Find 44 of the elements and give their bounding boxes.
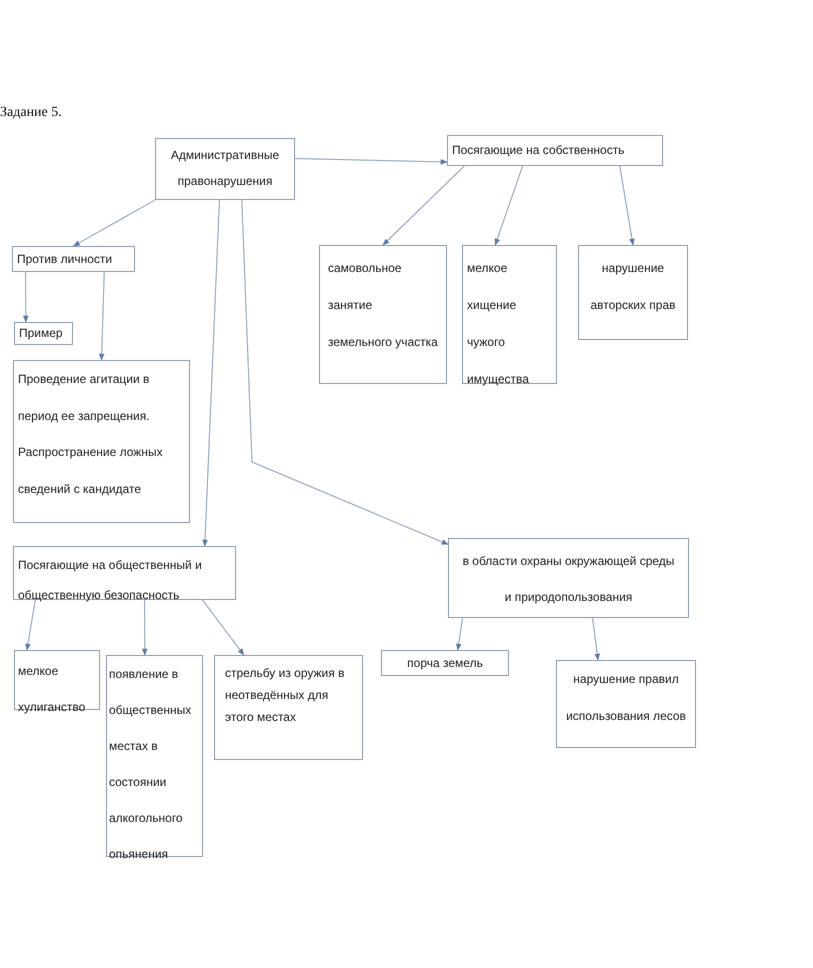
- box-text: мелкое хищение чужого имущества: [467, 260, 530, 388]
- category-box: [14, 322, 73, 345]
- box-text: стрельбу из оружия в неотведённых для этого местах: [225, 665, 346, 726]
- arrow: [456, 618, 463, 651]
- box-text: нарушение правил использования лесов: [565, 671, 687, 725]
- arrow: [294, 158, 448, 165]
- category-box: [214, 655, 363, 760]
- arrow: [142, 600, 148, 656]
- arrow: [494, 166, 524, 246]
- box-text: Против личности: [17, 251, 114, 268]
- box-text: мелкое хулиганство: [18, 663, 86, 716]
- arrow: [241, 200, 449, 545]
- category-box: [462, 245, 557, 384]
- arrow: [202, 600, 244, 656]
- category-box: [447, 135, 663, 166]
- category-box: [106, 655, 203, 857]
- category-box: [12, 246, 135, 272]
- category-box: [556, 660, 696, 748]
- category-box: [155, 138, 295, 200]
- box-text: Посягающие на общественный и общественную безопасность: [18, 557, 203, 604]
- arrow: [25, 600, 36, 651]
- box-text: Пример: [19, 326, 64, 341]
- arrow: [382, 166, 465, 246]
- category-box: [13, 360, 190, 523]
- category-box: [578, 245, 688, 340]
- category-box: [381, 650, 509, 676]
- box-text: самовольное занятие земельного участка: [328, 260, 438, 351]
- arrow: [22, 272, 29, 323]
- task-title: Задание 5.: [0, 105, 62, 121]
- arrow: [592, 618, 600, 661]
- box-text: появление в общественных местах в состоянии алкогольного опьянения: [109, 666, 192, 863]
- box-text: Административные правонарушения: [170, 147, 280, 190]
- box-text: Посягающие на собственность: [452, 142, 626, 159]
- category-box: [319, 245, 447, 384]
- box-text: нарушение авторских прав: [589, 260, 676, 314]
- category-box: [448, 538, 689, 618]
- arrow: [619, 166, 635, 246]
- arrow: [202, 200, 220, 547]
- box-text: порча земель: [406, 655, 484, 672]
- box-text: Проведение агитации в период ее запрещения. Распространение ложных сведений с кандидате: [18, 371, 164, 498]
- arrow: [98, 272, 105, 361]
- category-box: [13, 546, 236, 600]
- box-text: в области охраны окружающей среды и природопользования: [462, 553, 676, 606]
- arrow: [72, 200, 156, 246]
